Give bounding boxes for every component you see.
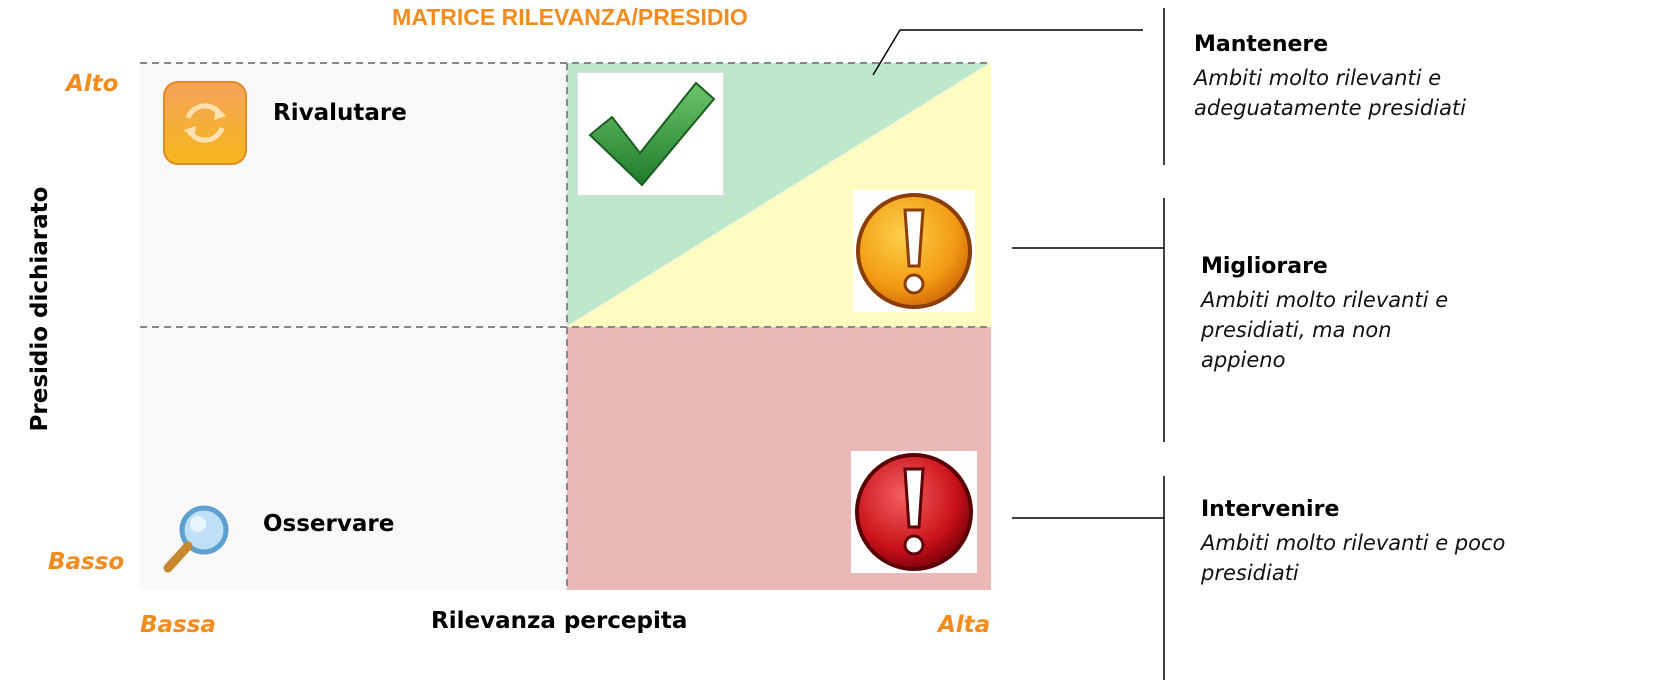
legend-title: Mantenere [1194,32,1329,57]
check-icon [588,81,716,187]
exclamation-red-icon [855,453,973,571]
exclamation-red-box [851,451,977,573]
x-axis-label: Rilevanza percepita [431,608,688,634]
refresh-icon [163,81,247,165]
y-axis-high: Alto [66,71,119,97]
legend-title: Intervenire [1201,497,1340,522]
legend-intervenire: Intervenire Ambiti molto rilevanti e poc… [1201,497,1666,588]
legend-desc: Ambiti molto rilevanti e presidiati, ma … [1201,288,1449,372]
connector-mantenere [872,29,1143,76]
check-icon-box [577,72,724,196]
quadrant-label-rivalutare: Rivalutare [273,100,407,126]
y-axis-low: Basso [48,549,125,575]
quadrant-label-osservare: Osservare [263,511,395,537]
legend-mantenere: Mantenere Ambiti molto rilevanti e adegu… [1194,32,1664,123]
exclamation-orange-box [853,190,975,312]
matrix-title: MATRICE RILEVANZA/PRESIDIO [392,4,748,30]
legend-migliorare: Migliorare Ambiti molto rilevanti e pres… [1201,254,1666,375]
x-axis-high: Alta [938,612,991,638]
magnifier-icon [163,505,229,573]
legend-desc: Ambiti molto rilevanti e poco presidiati [1201,531,1506,585]
exclamation-orange-icon [856,193,972,309]
x-axis-low: Bassa [140,612,216,638]
y-axis-label: Presidio dichiarato [27,186,53,432]
legend-desc: Ambiti molto rilevanti e adeguatamente p… [1194,66,1467,120]
legend-title: Migliorare [1201,254,1328,279]
